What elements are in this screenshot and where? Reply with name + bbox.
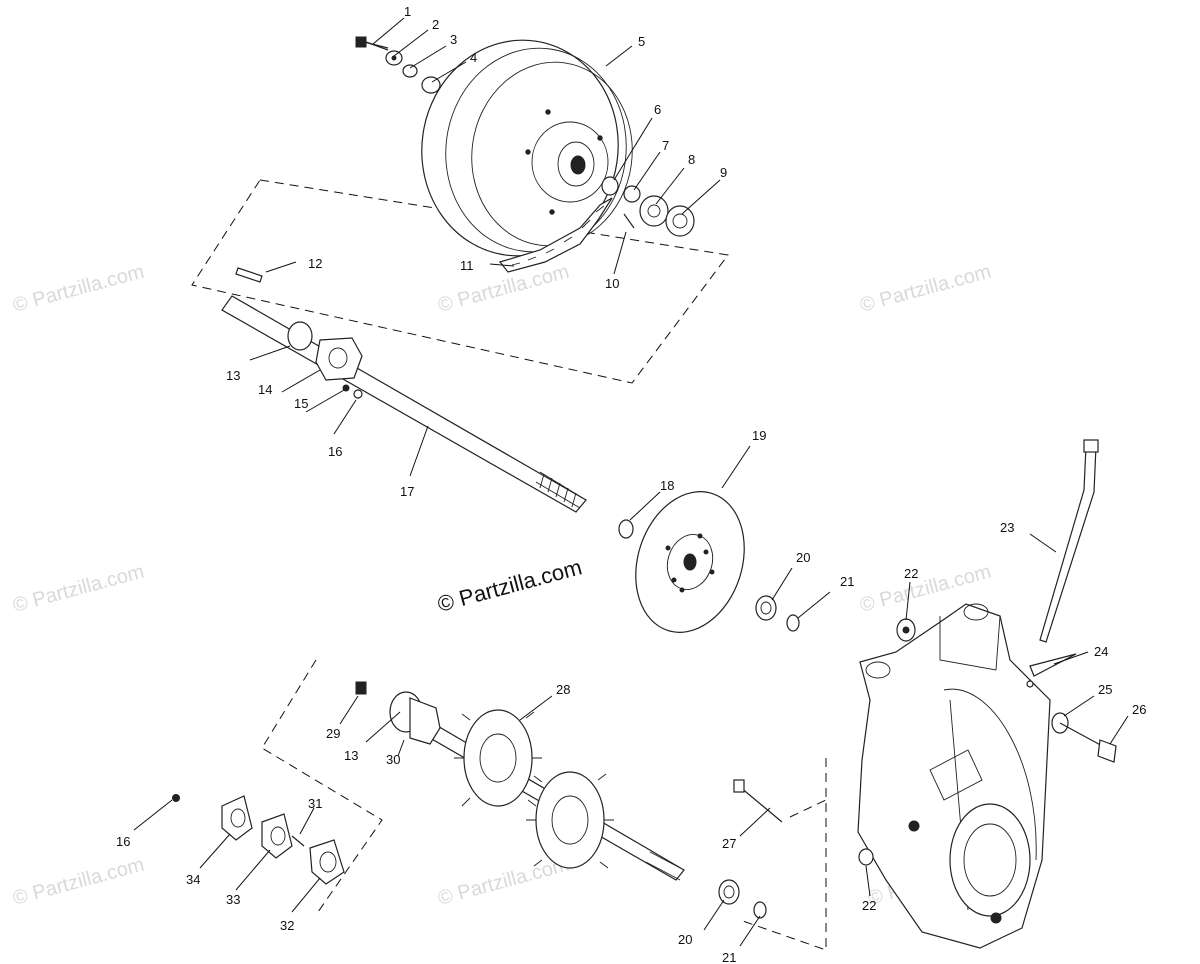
callout-12: 12: [308, 256, 322, 271]
watermark-text: © Partzilla.com: [858, 261, 994, 317]
callout-23: 23: [1000, 520, 1014, 535]
watermark-text: © Partzilla.com: [11, 854, 147, 910]
chaincase-housing: [733, 439, 1117, 949]
callout-9: 9: [720, 165, 727, 180]
callout-18: 18: [660, 478, 674, 493]
watermark-text: © Partzilla.com: [436, 854, 572, 910]
callout-1: 1: [404, 4, 411, 19]
callout-3: 3: [450, 32, 457, 47]
callout-8: 8: [688, 152, 695, 167]
watermark-text: © Partzilla.com: [11, 261, 147, 317]
callout-15: 15: [294, 396, 308, 411]
callout-32: 32: [280, 918, 294, 933]
upper-shaft-assembly: [221, 267, 587, 513]
callout-16-lower: 16: [116, 834, 130, 849]
callout-33: 33: [226, 892, 240, 907]
callout-14: 14: [258, 382, 272, 397]
callout-30: 30: [386, 752, 400, 767]
watermark-text: © Partzilla.com: [11, 561, 147, 617]
callout-22: 22: [904, 566, 918, 581]
callout-16: 16: [328, 444, 342, 459]
callout-21-lower: 21: [722, 950, 736, 964]
callout-17: 17: [400, 484, 414, 499]
lower-driveshaft-assembly: [172, 681, 767, 919]
lower-left-group-outline: [261, 659, 383, 913]
callout-31: 31: [308, 796, 322, 811]
callout-28: 28: [556, 682, 570, 697]
callout-4: 4: [470, 50, 477, 65]
callout-24: 24: [1094, 644, 1108, 659]
callout-27: 27: [722, 836, 736, 851]
callout-25: 25: [1098, 682, 1112, 697]
callout-numbers: 1 2 3 4 5 6 7 8 9 10 11 12 13 14 15 16 1…: [116, 4, 1146, 964]
leader-lines: [133, 17, 1129, 947]
callout-20-lower: 20: [678, 932, 692, 947]
bolt-27-leader-dash: [789, 799, 827, 818]
callout-6: 6: [654, 102, 661, 117]
right-group-outline: [739, 758, 827, 951]
drive-sprocket-assembly: [355, 36, 695, 273]
callout-13-lower: 13: [344, 748, 358, 763]
callout-34: 34: [186, 872, 200, 887]
callout-11: 11: [460, 258, 474, 273]
main-watermark: © Partzilla.com: [435, 554, 585, 617]
brake-disc-assembly: [618, 491, 800, 633]
callout-13: 13: [226, 368, 240, 383]
callout-7: 7: [662, 138, 669, 153]
callout-21: 21: [840, 574, 854, 589]
callout-26: 26: [1132, 702, 1146, 717]
watermark-text: © Partzilla.com: [436, 261, 572, 317]
callout-20: 20: [796, 550, 810, 565]
callout-10: 10: [605, 276, 619, 291]
callout-19: 19: [752, 428, 766, 443]
track-driver-sprockets: [454, 709, 614, 869]
callout-2: 2: [432, 17, 439, 32]
callout-22-lower: 22: [862, 898, 876, 913]
callout-5: 5: [638, 34, 645, 49]
callout-29: 29: [326, 726, 340, 741]
